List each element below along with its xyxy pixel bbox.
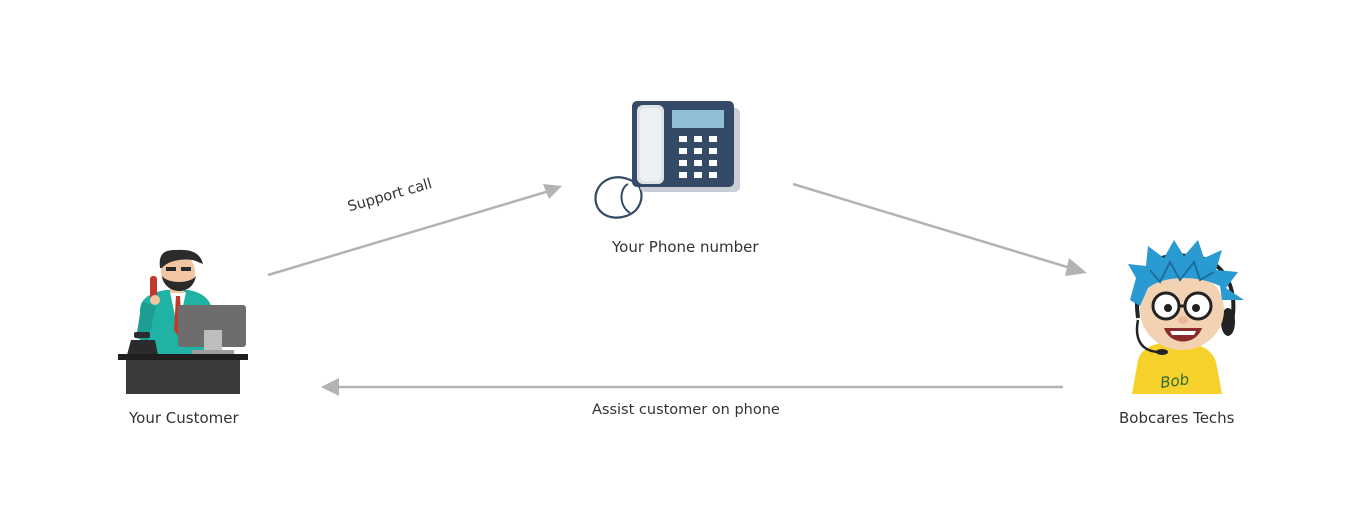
customer-label: Your Customer xyxy=(129,409,239,427)
arrowhead-to-techs xyxy=(1065,258,1087,276)
bob-mascot-icon: Bob xyxy=(1128,240,1244,394)
assist-label: Assist customer on phone xyxy=(592,402,780,418)
desk-phone-icon xyxy=(594,101,740,219)
techs-label: Bobcares Techs xyxy=(1119,409,1235,427)
arrowhead-support-call xyxy=(543,184,562,199)
shirt-text: Bob xyxy=(1159,370,1190,392)
phone-number-label: Your Phone number xyxy=(612,238,759,256)
arrow-to-techs xyxy=(792,182,1078,272)
customer-avatar-icon xyxy=(118,249,248,394)
arrow-support-call xyxy=(267,187,557,277)
arrowhead-assist xyxy=(321,378,339,396)
